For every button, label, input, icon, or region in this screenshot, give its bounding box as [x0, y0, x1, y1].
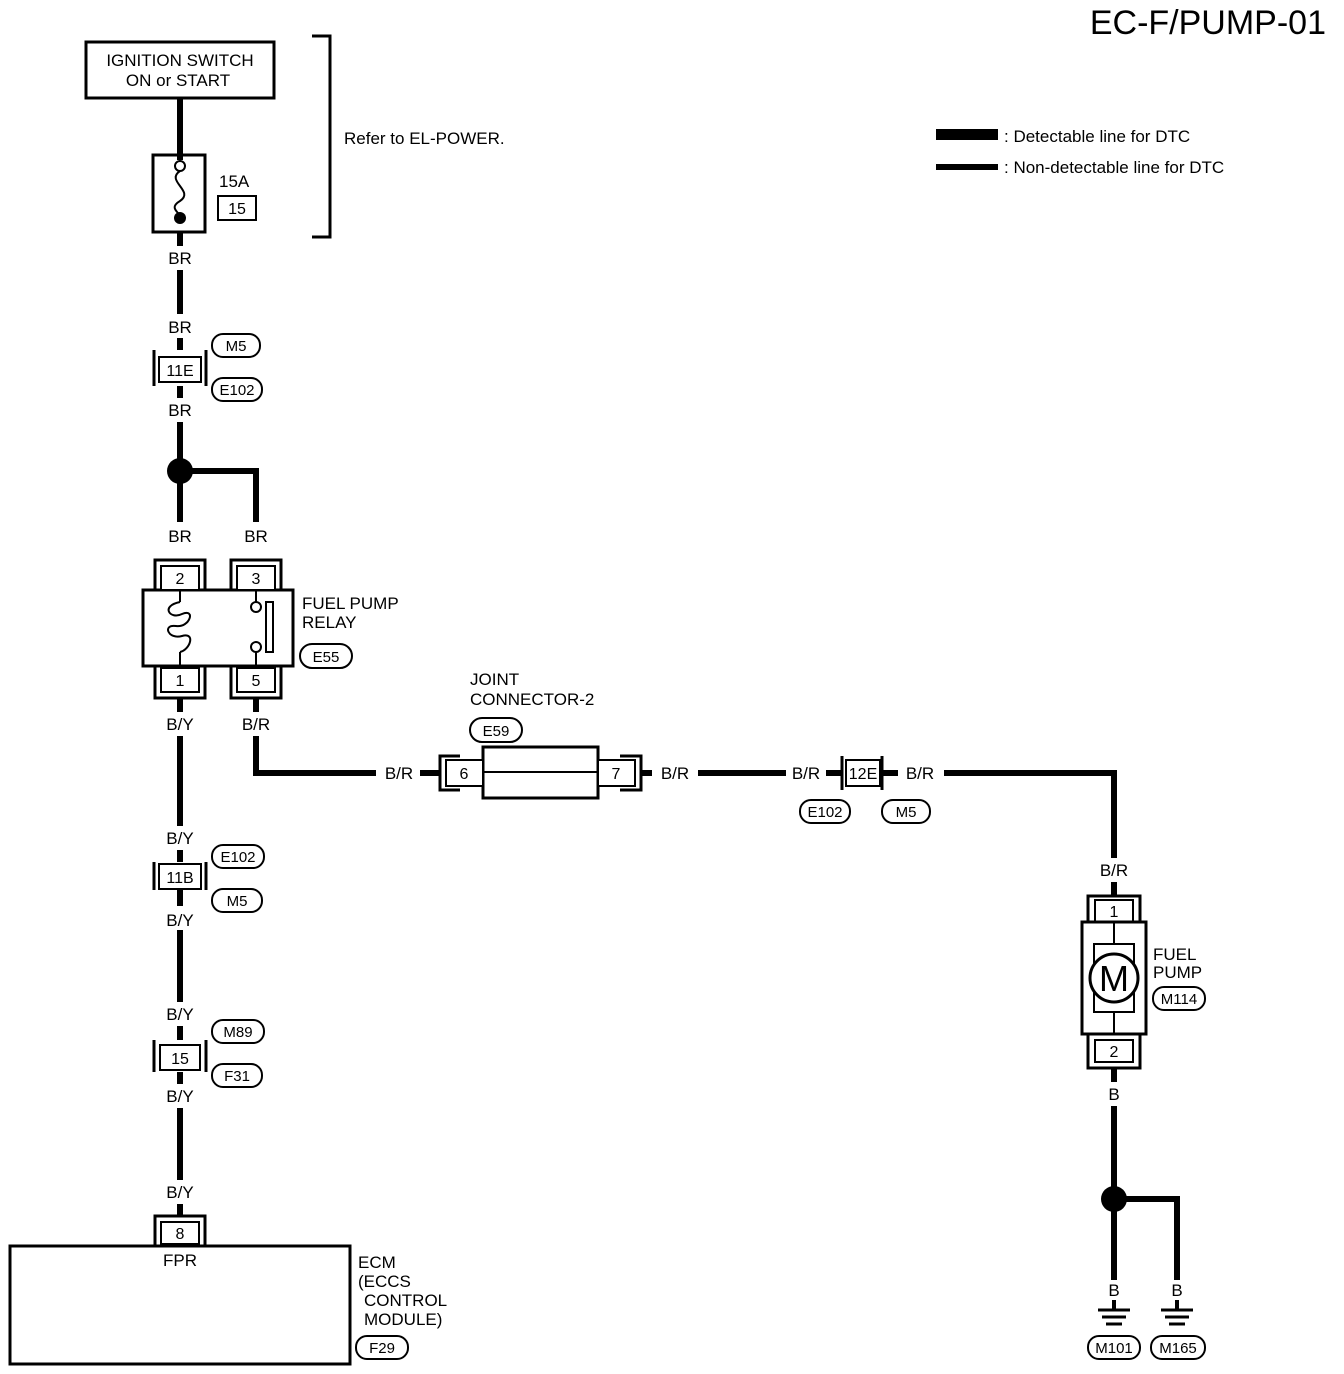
- wire-color-b: B: [1171, 1281, 1182, 1300]
- connector-id: E102: [807, 804, 842, 821]
- wire-color-bred: B/R: [242, 715, 270, 734]
- wire-color-bred: B/R: [1100, 861, 1128, 880]
- ecm-pin: 8: [176, 1226, 185, 1243]
- relay-pin: 1: [176, 673, 185, 690]
- ecm: 8 FPR ECM (ECCS CONTROL MODULE) F29: [8, 1214, 447, 1366]
- joint-connector-15: 15 M89 F31: [152, 1019, 265, 1088]
- relay-connector-id: E55: [313, 649, 340, 666]
- splice-point: [1101, 1186, 1127, 1212]
- ecm-label-line1: ECM: [358, 1253, 396, 1272]
- connector-id: E102: [219, 382, 254, 399]
- joint-connector-2: JOINT CONNECTOR-2 E59 6 7: [438, 670, 643, 800]
- ground-connector-id: M165: [1159, 1340, 1197, 1357]
- fuse-15a: 15A 15: [151, 153, 257, 234]
- ecm-connector-id: F29: [369, 1340, 395, 1357]
- ground-connector-id: M101: [1095, 1340, 1133, 1357]
- ground-m165: M165: [1150, 1308, 1206, 1360]
- pump-label-line2: PUMP: [1153, 963, 1202, 982]
- connector-id: E102: [220, 849, 255, 866]
- connector-id: M5: [226, 338, 247, 355]
- wire-color-labels: BR BR BR BR BR B/Y B/R B/Y B/Y B/Y B/Y B…: [166, 249, 1182, 1300]
- pump-label-line1: FUEL: [1153, 945, 1196, 964]
- relay-pin: 5: [252, 673, 261, 690]
- joint-connector-label-line1: JOINT: [470, 670, 519, 689]
- wire-color-by: B/Y: [166, 1005, 193, 1024]
- connector-id: F31: [224, 1068, 250, 1085]
- wires: [177, 98, 1180, 1310]
- legend-non-detectable-line: [936, 164, 998, 170]
- legend-non-detectable-label: : Non-detectable line for DTC: [1004, 158, 1224, 177]
- wire-color-bred: B/R: [906, 764, 934, 783]
- wire-color-bred: B/R: [385, 764, 413, 783]
- ignition-label-line1: IGNITION SWITCH: [106, 51, 253, 70]
- joint-connector-11e: 11E M5 E102: [152, 333, 263, 402]
- relay-pin: 3: [252, 571, 261, 588]
- fuse-rating: 15A: [219, 172, 250, 191]
- splice-point: [167, 458, 193, 484]
- wire-color-by: B/Y: [166, 715, 193, 734]
- wire-color-br: BR: [244, 527, 268, 546]
- wire-color-bred: B/R: [792, 764, 820, 783]
- legend: : Detectable line for DTC : Non-detectab…: [936, 127, 1224, 177]
- motor-symbol: [1088, 952, 1140, 1004]
- relay-label-line1: FUEL PUMP: [302, 594, 399, 613]
- joint-pin: 12E: [849, 766, 877, 783]
- wire-color-by: B/Y: [166, 1183, 193, 1202]
- legend-detectable-label: : Detectable line for DTC: [1004, 127, 1190, 146]
- fuse-number: 15: [228, 201, 246, 218]
- ecm-label-line4: MODULE): [364, 1310, 442, 1329]
- refer-el-power: Refer to EL-POWER.: [344, 129, 505, 148]
- wire-color-br: BR: [168, 401, 192, 420]
- pump-pin: 2: [1110, 1044, 1119, 1061]
- ecm-terminal: FPR: [163, 1251, 197, 1270]
- ignition-label-line2: ON or START: [126, 71, 230, 90]
- joint-connector-id: E59: [483, 723, 510, 740]
- joint-pin: 15: [171, 1051, 189, 1068]
- pump-connector-id: M114: [1161, 991, 1197, 1008]
- power-bracket: [312, 34, 332, 239]
- page-title: EC-F/PUMP-01: [1090, 4, 1326, 42]
- joint-connector-label-line2: CONNECTOR-2: [470, 690, 594, 709]
- wire-color-b: B: [1108, 1281, 1119, 1300]
- ground-m101: M101: [1087, 1308, 1141, 1360]
- wire-color-by: B/Y: [166, 829, 193, 848]
- wire-color-b: B: [1108, 1085, 1119, 1104]
- ecm-label-line2: (ECCS: [358, 1272, 411, 1291]
- joint-connector-12e: 12E E102 M5: [799, 756, 931, 824]
- wire-color-br: BR: [168, 527, 192, 546]
- relay-pin: 2: [176, 571, 185, 588]
- wire-color-br: BR: [168, 249, 192, 268]
- joint-connector-pin: 6: [460, 766, 469, 783]
- connector-id: M5: [896, 804, 917, 821]
- connector-id: M89: [223, 1024, 252, 1041]
- motor-label: M: [1099, 958, 1129, 999]
- fuel-pump: 1 M 2 FUEL PUMP M114: [1080, 894, 1206, 1070]
- wire-color-bred: B/R: [661, 764, 689, 783]
- relay-label-line2: RELAY: [302, 613, 357, 632]
- joint-connector-pin: 7: [612, 766, 621, 783]
- fuel-pump-relay: 2 3 1 5 FUEL PUMP RELAY E55: [141, 558, 399, 700]
- joint-connector-11b: 11B E102 M5: [152, 844, 265, 913]
- wire-color-br: BR: [168, 318, 192, 337]
- legend-detectable-line: [936, 129, 998, 140]
- wire-color-by: B/Y: [166, 1087, 193, 1106]
- joint-pin: 11B: [166, 870, 193, 887]
- ecm-label-line3: CONTROL: [364, 1291, 447, 1310]
- ignition-switch: IGNITION SWITCH ON or START: [84, 40, 276, 100]
- joint-pin: 11E: [166, 363, 193, 380]
- wire-color-by: B/Y: [166, 911, 193, 930]
- pump-pin: 1: [1110, 904, 1119, 921]
- connector-id: M5: [227, 893, 248, 910]
